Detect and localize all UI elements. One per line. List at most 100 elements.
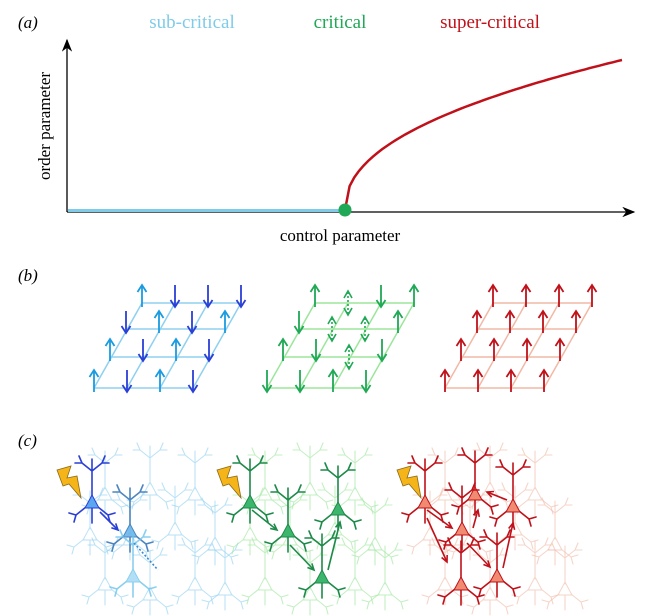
- lightning-bolt-icon: [396, 465, 422, 500]
- arrow-shaft: [472, 509, 479, 529]
- super-critical-curve: [343, 58, 623, 211]
- neuron: [361, 542, 409, 611]
- network-super-critical: [401, 442, 589, 616]
- arrowhead: [586, 283, 598, 293]
- arrowhead: [570, 309, 582, 319]
- arrowhead: [186, 325, 198, 335]
- arrowhead: [327, 333, 337, 343]
- soma: [505, 497, 521, 513]
- arrowhead: [219, 309, 231, 319]
- arrowhead: [307, 563, 316, 572]
- spin-down-arrow: [376, 339, 388, 363]
- spin-up-arrow: [487, 283, 499, 307]
- arrowhead: [444, 521, 454, 530]
- neuron: [541, 542, 589, 611]
- arrow-shaft: [99, 511, 119, 531]
- arrowhead: [343, 289, 353, 299]
- arrowhead: [471, 309, 483, 319]
- dendrites: [531, 497, 579, 566]
- soma: [84, 493, 100, 509]
- soma: [142, 585, 158, 601]
- spin-down-arrow: [235, 285, 247, 309]
- dendrites: [126, 442, 174, 511]
- spin-both-arrow: [360, 315, 370, 343]
- neuron: [511, 537, 559, 606]
- lattice-edge: [365, 302, 415, 389]
- dendrites: [171, 537, 219, 606]
- dendrites: [126, 547, 174, 616]
- arrowhead: [169, 299, 181, 309]
- neuron: [171, 447, 219, 516]
- neuron: [109, 529, 157, 598]
- soma: [187, 485, 203, 501]
- soma: [347, 575, 363, 591]
- spin-down-arrow: [261, 370, 273, 394]
- panel-c-label: (c): [18, 431, 37, 450]
- arrowhead: [520, 283, 532, 293]
- soma: [257, 485, 273, 501]
- soma: [125, 567, 141, 583]
- arrow-shaft: [426, 517, 448, 563]
- soma: [347, 485, 363, 501]
- spin-both-arrow: [327, 315, 337, 343]
- arrowhead: [504, 309, 516, 319]
- spin-up-arrow: [537, 309, 549, 333]
- panel-a: (a) sub-critical critical super-critical…: [18, 12, 636, 245]
- dendrites: [201, 542, 249, 611]
- spin-up-arrow: [408, 283, 420, 307]
- arrowhead: [375, 299, 387, 309]
- soma: [527, 575, 543, 591]
- arrowhead: [187, 384, 199, 394]
- arrowhead: [120, 325, 132, 335]
- signal-arrow: [466, 542, 492, 569]
- neuron: [437, 537, 485, 606]
- soma: [467, 485, 483, 501]
- arrowhead: [472, 368, 484, 378]
- arrow-shaft: [133, 542, 159, 571]
- arrowhead: [360, 384, 372, 394]
- arrowhead: [136, 283, 148, 293]
- spin-down-arrow: [169, 285, 181, 309]
- arrowhead: [104, 337, 116, 347]
- spin-up-arrow: [505, 368, 517, 392]
- spin-up-arrow: [504, 309, 516, 333]
- spin-up-arrow: [538, 368, 550, 392]
- spin-down-arrow: [360, 370, 372, 394]
- arrowhead: [344, 343, 354, 353]
- neuron: [331, 537, 379, 606]
- spin-up-arrow: [553, 283, 565, 307]
- dendrites: [226, 455, 274, 524]
- dendrites: [151, 482, 199, 551]
- arrowhead: [327, 368, 339, 378]
- arrowhead: [483, 560, 492, 569]
- spin-up-arrow: [520, 283, 532, 307]
- soma: [82, 525, 98, 541]
- arrowhead: [334, 520, 343, 530]
- spin-up-arrow: [455, 337, 467, 361]
- super-critical-label: super-critical: [440, 12, 540, 33]
- spin-up-arrow: [170, 337, 182, 361]
- arrowhead: [360, 315, 370, 325]
- arrowhead: [294, 384, 306, 394]
- network-sub-critical: [66, 442, 249, 616]
- spin-down-arrow: [187, 370, 199, 394]
- soma: [302, 480, 318, 496]
- spin-up-arrow: [104, 337, 116, 361]
- arrowhead: [487, 283, 499, 293]
- neuron: [81, 537, 129, 606]
- neuron: [151, 482, 199, 551]
- lightning-bolt-icon: [216, 465, 242, 500]
- dendrites: [314, 462, 362, 531]
- arrowhead: [261, 384, 273, 394]
- arrowhead: [376, 353, 388, 363]
- signal-arrow: [426, 509, 454, 530]
- arrowhead: [554, 337, 566, 347]
- spin-both-arrow: [344, 343, 354, 371]
- lattice-edge: [93, 302, 143, 389]
- lattice-edge: [299, 302, 349, 389]
- spin-lattice-super-critical: [439, 283, 598, 392]
- arrowhead: [137, 353, 149, 363]
- arrowhead: [408, 283, 420, 293]
- neuron: [351, 497, 399, 566]
- dendrites: [401, 455, 449, 524]
